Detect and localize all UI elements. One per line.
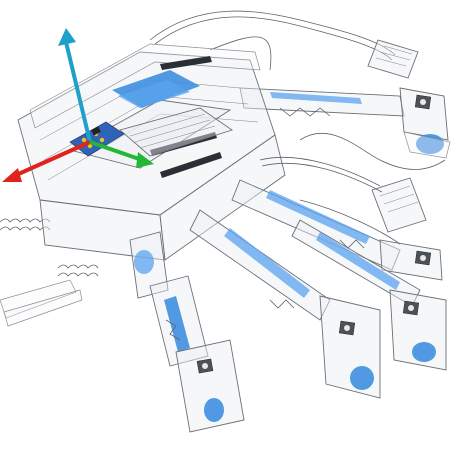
pin-header: [150, 56, 222, 178]
main-body: [17, 43, 286, 261]
axis-z: [64, 41, 92, 143]
bottom-left-plate: [0, 279, 83, 327]
right-connector: [371, 177, 427, 233]
left-spring: [0, 218, 99, 277]
leg-rear-right: [231, 179, 447, 371]
axis-z-arrowhead: [58, 28, 76, 46]
cable-bundle-right: [259, 156, 401, 245]
coordinate-axes: [2, 28, 154, 182]
leg-rear-left: [239, 87, 451, 159]
axis-y-arrowhead: [136, 152, 154, 168]
leg-front-right: [189, 209, 381, 399]
imu-sensor: [69, 121, 125, 157]
axis-y: [89, 140, 143, 162]
leg-front-left: [129, 231, 245, 433]
axis-x: [13, 140, 91, 178]
axis-x-arrowhead: [2, 168, 22, 182]
top-right-connector: [367, 39, 419, 79]
top-cables: [149, 10, 446, 170]
